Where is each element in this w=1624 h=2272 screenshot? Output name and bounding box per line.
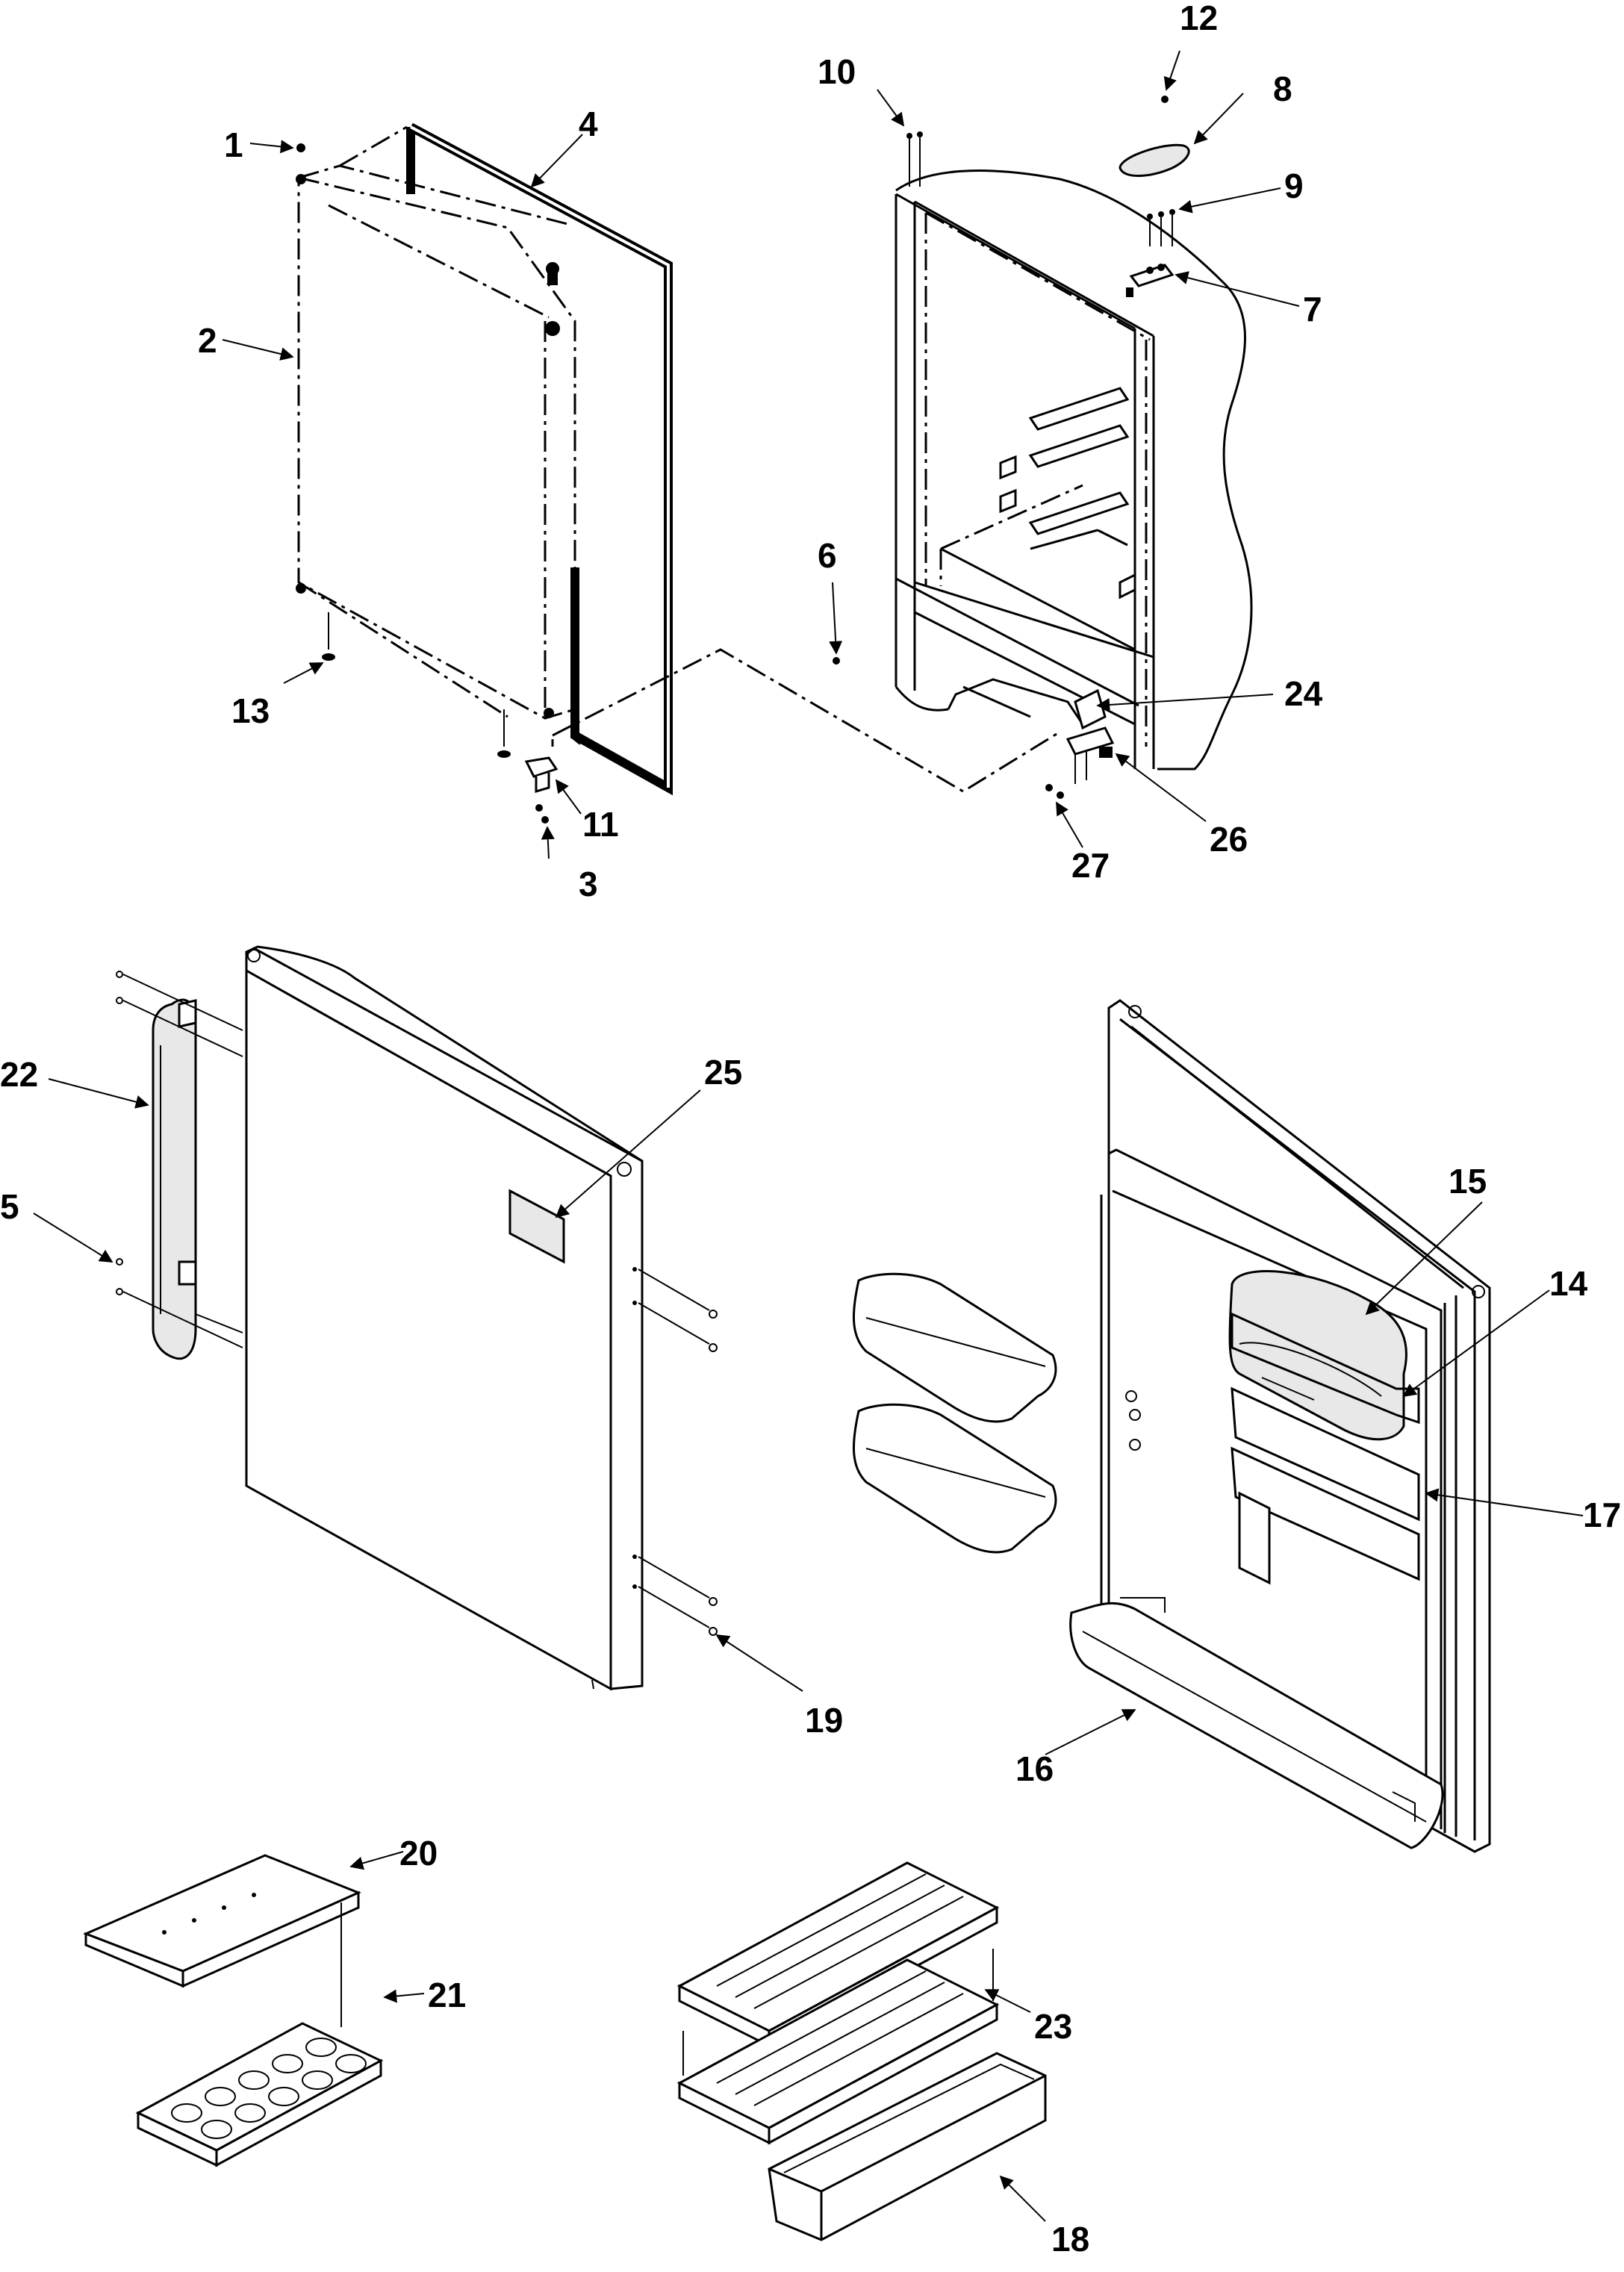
callout-26: 26 bbox=[1210, 820, 1248, 859]
callout-15: 15 bbox=[1449, 1162, 1487, 1201]
callout-7: 7 bbox=[1303, 290, 1322, 329]
callout-17: 17 bbox=[1583, 1496, 1621, 1534]
hinge-cover bbox=[1119, 143, 1190, 177]
callout-3: 3 bbox=[579, 865, 598, 903]
callout-20: 20 bbox=[399, 1834, 438, 1873]
ice-trays-and-bucket bbox=[676, 1861, 1047, 2241]
leader-lines bbox=[33, 50, 1584, 2222]
callout-5: 5 bbox=[0, 1187, 19, 1226]
callout-25: 25 bbox=[704, 1053, 742, 1092]
callout-23: 23 bbox=[1034, 2007, 1072, 2046]
callout-12: 12 bbox=[1180, 0, 1218, 37]
callout-6: 6 bbox=[818, 536, 837, 575]
callout-4: 4 bbox=[579, 105, 598, 143]
door-handle bbox=[152, 998, 197, 1360]
refrigerator-door-with-handle bbox=[116, 945, 718, 1691]
door-liner-with-bins bbox=[853, 999, 1491, 1853]
door-gasket-shape bbox=[408, 122, 673, 796]
callout-14: 14 bbox=[1549, 1264, 1588, 1303]
callout-18: 18 bbox=[1051, 2220, 1089, 2259]
callout-22: 22 bbox=[0, 1055, 38, 1094]
egg-tray-and-cover bbox=[83, 1854, 384, 2167]
callout-19: 19 bbox=[805, 1701, 843, 1740]
callout-13: 13 bbox=[231, 691, 270, 730]
door-label bbox=[508, 1189, 565, 1264]
freezer-door-exploded-view bbox=[296, 122, 1061, 824]
callout-21: 21 bbox=[428, 1976, 466, 2014]
callout-2: 2 bbox=[198, 321, 217, 360]
callout-11: 11 bbox=[582, 805, 619, 844]
callout-10: 10 bbox=[818, 52, 856, 91]
door-bin-upper bbox=[853, 1272, 1057, 1423]
callout-9: 9 bbox=[1284, 166, 1304, 205]
callout-27: 27 bbox=[1071, 846, 1110, 885]
callout-8: 8 bbox=[1273, 69, 1292, 108]
cabinet-exploded-view bbox=[833, 96, 1253, 799]
callout-16: 16 bbox=[1015, 1749, 1054, 1788]
callout-24: 24 bbox=[1284, 674, 1323, 713]
dispenser-housing bbox=[1228, 1270, 1407, 1441]
door-bin-lower bbox=[853, 1403, 1057, 1554]
callout-1: 1 bbox=[224, 125, 243, 164]
